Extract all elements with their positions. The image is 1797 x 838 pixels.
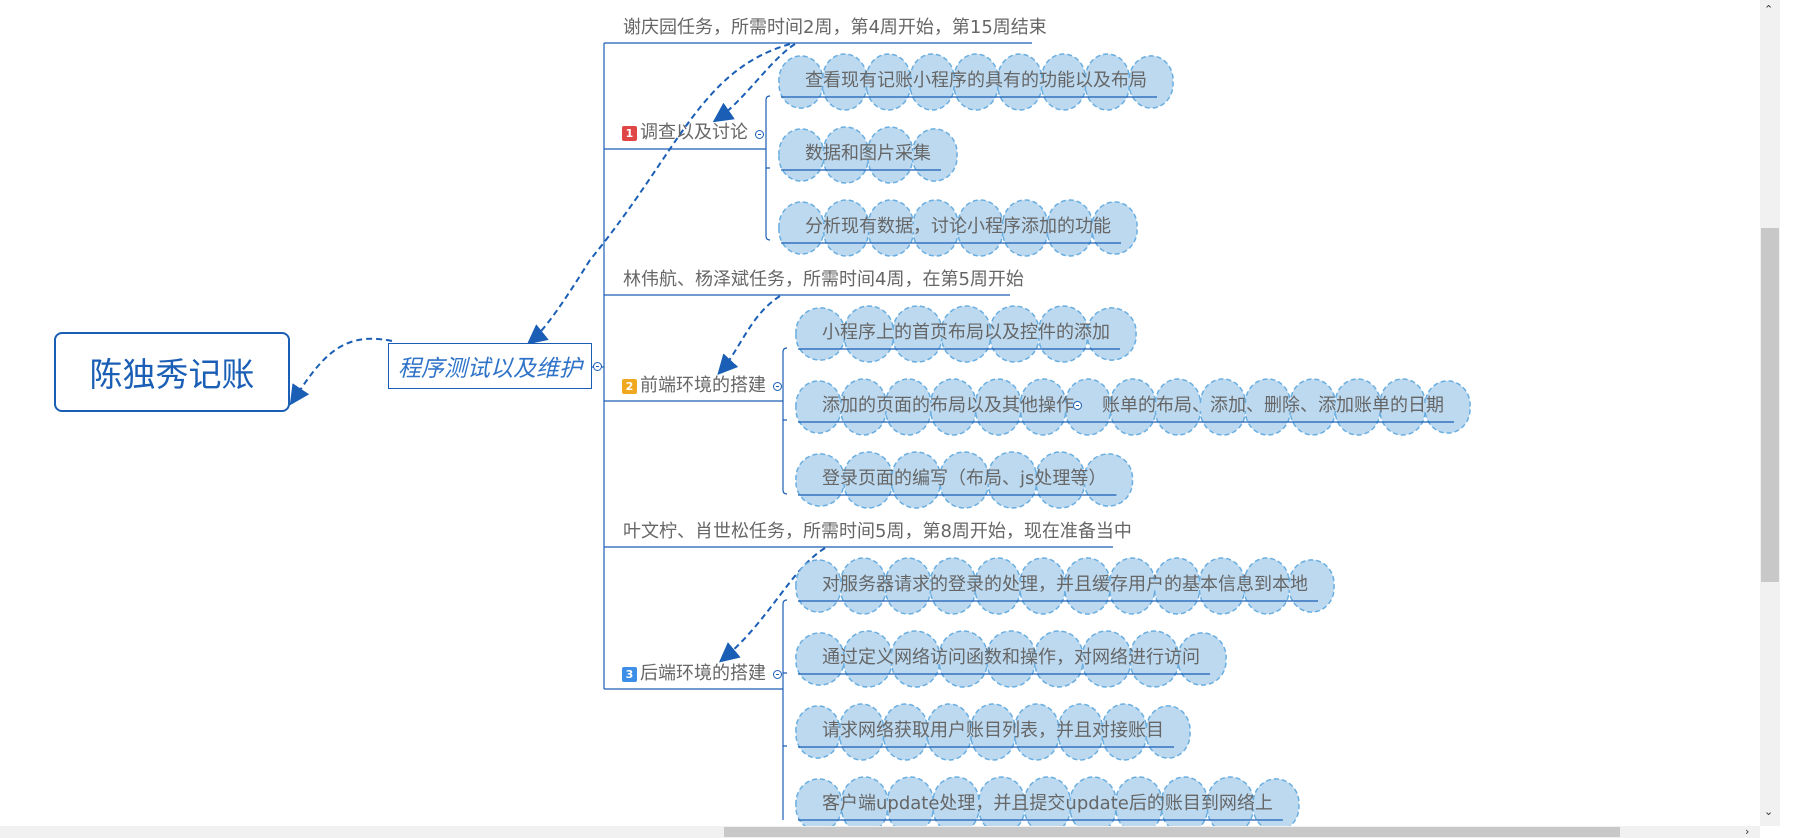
branch-3-note[interactable]: 叶文柠、肖世松任务，所需时间5周，第8周开始，现在准备当中 xyxy=(623,521,1132,542)
branch-2-label[interactable]: 前端环境的搭建 xyxy=(640,375,766,396)
branch-2-priority-badge: 2 xyxy=(622,379,637,394)
branch-3-child-1[interactable]: 对服务器请求的登录的处理，并且缓存用户的基本信息到本地 xyxy=(822,574,1308,595)
branch-3-child-3[interactable]: 请求网络获取用户账目列表，并且对接账目 xyxy=(822,720,1164,741)
branch-1-child-1[interactable]: 查看现有记账小程序的具有的功能以及布局 xyxy=(805,70,1147,91)
branch-1-collapse-toggle[interactable] xyxy=(755,130,764,139)
scroll-up-arrow-icon[interactable]: ⌃ xyxy=(1764,3,1774,16)
branch-3-children-connector xyxy=(782,599,788,820)
scroll-right-arrow-icon[interactable]: › xyxy=(1745,825,1750,838)
root-topic[interactable]: 陈独秀记账 xyxy=(54,332,290,412)
cloud-branch-1-child-2 xyxy=(778,126,958,184)
branch-1-label[interactable]: 调查以及讨论 xyxy=(640,122,748,143)
branch-1-children-connector xyxy=(765,95,771,241)
cloud-branch-2-child-1 xyxy=(795,305,1137,363)
branch-2-child-2[interactable]: 添加的页面的布局以及其他操作 xyxy=(822,395,1074,416)
branch-1-priority-badge: 1 xyxy=(622,126,637,141)
cloud-branch-1-child-3 xyxy=(778,199,1138,257)
branch-3-priority-badge: 3 xyxy=(622,667,637,682)
branch-2-child-2-collapse-toggle[interactable] xyxy=(1073,401,1082,410)
relationship-line-main-to-root xyxy=(289,337,393,406)
relationship-line-note1-b xyxy=(712,43,796,123)
branch-1-child-2[interactable]: 数据和图片采集 xyxy=(805,143,931,164)
main-collapse-toggle[interactable] xyxy=(593,362,602,371)
cloud-branch-2-child-2 xyxy=(795,378,1471,436)
branch-1-child-3[interactable]: 分析现有数据，讨论小程序添加的功能 xyxy=(805,216,1111,237)
branch-2-note[interactable]: 林伟航、杨泽斌任务，所需时间4周，在第5周开始 xyxy=(623,269,1024,290)
branch-3-collapse-toggle[interactable] xyxy=(773,670,782,679)
branch-2-collapse-toggle[interactable] xyxy=(773,382,782,391)
branch-2-children-connector xyxy=(782,347,788,495)
branch-3-child-4[interactable]: 客户端update处理，并且提交update后的账目到网络上 xyxy=(822,793,1273,814)
relationship-line-note3 xyxy=(718,547,826,663)
horizontal-scrollbar-thumb[interactable] xyxy=(724,827,1620,837)
cloud-layer xyxy=(778,53,1471,834)
branch-3-label[interactable]: 后端环境的搭建 xyxy=(640,663,766,684)
branch-2-sub-child[interactable]: 账单的布局、添加、删除、添加账单的日期 xyxy=(1102,395,1444,416)
cloud-branch-3-child-3 xyxy=(795,703,1191,761)
branch-2-child-3[interactable]: 登录页面的编写（布局、js处理等） xyxy=(822,468,1107,489)
cloud-branch-3-child-1 xyxy=(795,557,1335,615)
cloud-branch-1-child-1 xyxy=(778,53,1174,111)
relationship-line-note1 xyxy=(526,43,791,345)
vertical-scrollbar-thumb[interactable] xyxy=(1761,228,1779,582)
branch-2-child-1[interactable]: 小程序上的首页布局以及控件的添加 xyxy=(822,322,1110,343)
child-underlines xyxy=(781,96,1454,821)
relationship-line-note2 xyxy=(717,295,781,375)
scroll-down-arrow-icon[interactable]: ⌄ xyxy=(1764,805,1774,818)
main-topic[interactable]: 程序测试以及维护 xyxy=(388,343,592,389)
branch-1-note[interactable]: 谢庆园任务，所需时间2周，第4周开始，第15周结束 xyxy=(623,17,1047,38)
cloud-branch-2-child-3 xyxy=(795,451,1134,509)
cloud-branch-3-child-2 xyxy=(795,630,1227,688)
branch-3-child-2[interactable]: 通过定义网络访问函数和操作，对网络进行访问 xyxy=(822,647,1200,668)
